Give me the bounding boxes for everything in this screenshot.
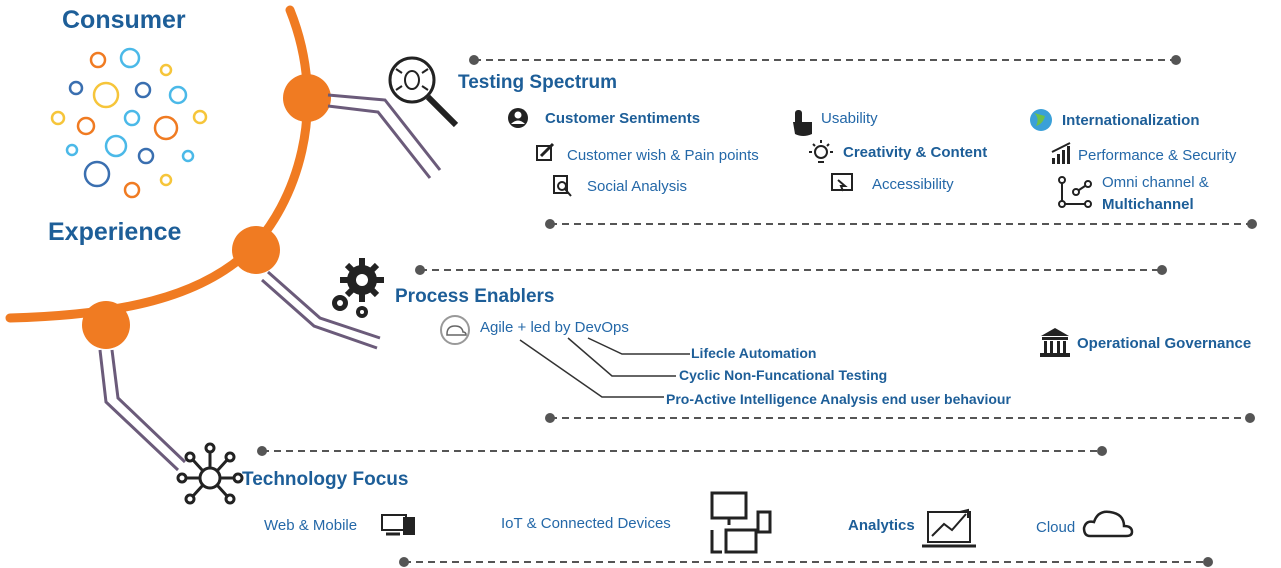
consumer-icon-cluster <box>50 47 208 199</box>
connector-lifecycle <box>587 337 690 355</box>
network-hub-icon <box>176 442 244 505</box>
cloud-sync-icon <box>440 315 470 345</box>
wish-pain-label: Customer wish & Pain points <box>567 147 759 164</box>
globe-icon <box>1030 109 1052 131</box>
cloud-icon <box>1082 510 1134 538</box>
bar-chart-icon <box>1051 142 1071 164</box>
lightbulb-icon <box>809 140 833 163</box>
customer-sentiments-label: Customer Sentiments <box>545 110 701 127</box>
node-technology <box>82 301 130 349</box>
omnichannel-icon <box>1058 176 1092 208</box>
cloud-label: Cloud <box>1036 519 1076 536</box>
node-testing <box>283 74 331 122</box>
connected-devices-icon <box>710 491 772 554</box>
bug-magnifier-icon <box>388 56 459 128</box>
web-mobile-icon <box>381 514 415 536</box>
search-document-icon <box>553 175 572 197</box>
cyclic-label: Cyclic Non-Funcational Testing <box>679 367 888 383</box>
agile-label: Agile + led by DevOps <box>480 319 629 336</box>
governance-label: Operational Governance <box>1077 335 1252 352</box>
social-analysis-label: Social Analysis <box>587 178 688 195</box>
process-enablers-title: Process Enablers <box>395 286 555 307</box>
experience-label: Experience <box>48 218 182 246</box>
omni-channel-label: Omni channel & <box>1102 174 1209 191</box>
gears-icon <box>332 258 384 318</box>
edit-icon <box>536 142 555 161</box>
analytics-laptop-icon <box>922 508 976 548</box>
proactive-label: Pro-Active Intelligence Analysis end use… <box>666 391 1011 407</box>
node-process <box>232 226 280 274</box>
touch-hand-icon <box>793 110 812 136</box>
multichannel-label: Multichannel <box>1102 196 1194 213</box>
internationalization-label: Internationalization <box>1062 112 1200 129</box>
technology-focus-title: Technology Focus <box>242 469 409 490</box>
strut-testing <box>327 93 442 179</box>
creativity-label: Creativity & Content <box>843 144 988 161</box>
testing-spectrum-title: Testing Spectrum <box>458 72 618 93</box>
strut-process <box>261 270 381 350</box>
connector-cyclic <box>567 337 676 377</box>
accessibility-label: Accessibility <box>872 176 954 193</box>
web-mobile-label: Web & Mobile <box>264 517 358 534</box>
accessibility-screen-icon <box>831 173 853 192</box>
usability-label: Usability <box>821 110 878 127</box>
strut-technology <box>98 349 187 472</box>
government-building-icon <box>1040 328 1070 357</box>
consumer-label: Consumer <box>62 6 186 34</box>
performance-label: Performance & Security <box>1078 147 1237 164</box>
iot-label: IoT & Connected Devices <box>501 515 671 532</box>
analytics-label: Analytics <box>848 517 915 534</box>
lifecycle-label: Lifecle Automation <box>691 345 817 361</box>
connector-proactive <box>519 339 664 398</box>
